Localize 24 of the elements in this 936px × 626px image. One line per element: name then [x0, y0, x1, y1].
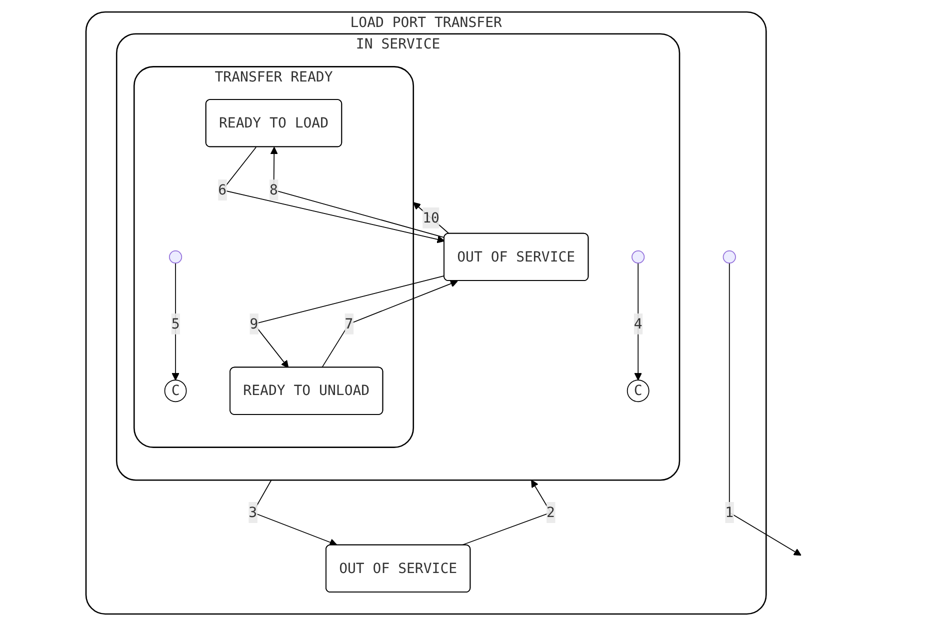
state-box: READY TO UNLOAD — [230, 366, 384, 415]
history-circle: C — [627, 380, 650, 402]
edge-label: 5 — [172, 313, 180, 334]
transition-arrow — [634, 262, 642, 380]
transition-arrow — [322, 280, 458, 368]
state-box: READY TO LOAD — [206, 99, 342, 148]
initial-state-dot — [169, 250, 182, 264]
state-box: OUT OF SERVICE — [326, 544, 471, 593]
edge-label: 3 — [249, 502, 258, 523]
edge-label: 8 — [270, 180, 278, 201]
edge-label: 1 — [726, 502, 734, 523]
history-circle: C — [164, 380, 188, 402]
edge-label: 2 — [546, 502, 556, 523]
transition-arrow — [729, 262, 802, 556]
transition-arrow — [172, 262, 180, 380]
transition-arrow — [270, 146, 446, 238]
state-box: OUT OF SERVICE — [444, 232, 590, 282]
initial-state-dot — [632, 250, 646, 264]
edge-label: 6 — [218, 180, 227, 201]
edge-label: 10 — [422, 207, 440, 228]
edge-label: 7 — [345, 313, 354, 334]
edge-label: 9 — [250, 313, 258, 334]
edge-label: 4 — [634, 313, 643, 334]
initial-state-dot — [723, 250, 736, 264]
